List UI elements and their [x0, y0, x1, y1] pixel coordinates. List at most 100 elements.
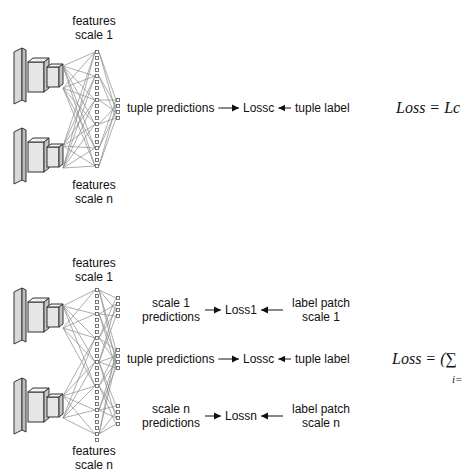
weight-line [99, 386, 116, 412]
node-text: Lossc [243, 101, 274, 115]
unit [96, 165, 99, 168]
arrow-connector [205, 416, 221, 417]
weight-line [63, 410, 95, 418]
weight-line [63, 386, 95, 418]
weight-line [99, 100, 116, 148]
text-node: Loss1 [222, 301, 260, 319]
unit [117, 117, 120, 120]
weight-line [99, 290, 116, 362]
unit [96, 439, 99, 442]
weight-line [99, 406, 116, 410]
unit [96, 415, 99, 418]
unit [96, 307, 99, 310]
text-node: tuple predictions [124, 350, 217, 368]
weight-line [99, 410, 116, 418]
node-text: tuple predictions [127, 352, 214, 366]
unit [96, 367, 99, 370]
weight-line [99, 52, 116, 100]
unit [117, 315, 120, 318]
unit [96, 331, 99, 334]
arrow-connector [205, 310, 221, 311]
weight-line [63, 306, 95, 362]
weight-line [63, 314, 95, 328]
conv-block [47, 307, 59, 327]
text-node: scale 1 predictions [138, 294, 204, 326]
unit [96, 129, 99, 132]
conv-block [28, 142, 44, 172]
unit [96, 69, 99, 72]
unit [117, 303, 120, 306]
unit [96, 295, 99, 298]
unit [96, 75, 99, 78]
unit [96, 373, 99, 376]
unit [96, 301, 99, 304]
weight-line [63, 148, 95, 168]
feature-vector [96, 51, 99, 168]
weight-line [99, 386, 116, 424]
weight-line [63, 306, 95, 314]
weight-line [63, 52, 95, 146]
unit [96, 343, 99, 346]
node-text: Lossn [225, 409, 257, 423]
cnn-icon [14, 288, 63, 344]
weight-line [99, 314, 116, 368]
input-plane-side [22, 128, 26, 182]
unit [96, 427, 99, 430]
unit [117, 417, 120, 420]
weight-line [99, 100, 116, 112]
unit [96, 159, 99, 162]
weight-line [99, 412, 116, 434]
unit [117, 99, 120, 102]
unit [117, 411, 120, 414]
unit [96, 403, 99, 406]
arrow-connector [218, 108, 239, 109]
text-node: tuple predictions [124, 99, 217, 117]
conv-block [28, 392, 44, 422]
arrow-connector [278, 359, 291, 360]
conv-block [28, 302, 44, 332]
unit [96, 57, 99, 60]
weight-line [63, 146, 95, 166]
output-units [117, 99, 120, 120]
cnn-icon [14, 48, 63, 104]
node-text: scale 1 predictions [142, 296, 200, 324]
weight-line [63, 52, 95, 168]
input-plane [14, 48, 22, 104]
conv-block-side [59, 144, 63, 167]
unit [117, 405, 120, 408]
weight-line [63, 338, 95, 396]
weight-line [99, 362, 116, 434]
unit [96, 313, 99, 316]
unit [117, 309, 120, 312]
conv-block-side [59, 304, 63, 327]
node-text: Loss1 [225, 303, 257, 317]
unit [96, 63, 99, 66]
weight-line [63, 100, 95, 168]
conv-block [47, 67, 59, 87]
feature-label: features scale 1 [64, 14, 124, 42]
unit [96, 361, 99, 364]
arrow-connector [261, 310, 283, 311]
output-units [117, 405, 120, 426]
conv-block [47, 397, 59, 417]
weight-line [99, 290, 116, 298]
weight-line [63, 418, 95, 434]
loss-formula: Loss = (∑ [392, 350, 457, 368]
weight-line [63, 52, 95, 66]
weight-line [63, 88, 95, 148]
weight-line [63, 166, 95, 168]
unit [96, 391, 99, 394]
unit [96, 325, 99, 328]
unit [96, 421, 99, 424]
weight-line [63, 396, 95, 410]
feature-vector [96, 289, 99, 442]
feature-label: features scale n [64, 178, 124, 206]
weight-line [63, 66, 95, 148]
cnn-icon [14, 378, 63, 434]
arrow-connector [278, 108, 291, 109]
weight-line [63, 124, 95, 146]
unit [96, 409, 99, 412]
node-text: Lossc [243, 352, 274, 366]
feature-label: features scale n [64, 444, 124, 472]
unit [117, 349, 120, 352]
